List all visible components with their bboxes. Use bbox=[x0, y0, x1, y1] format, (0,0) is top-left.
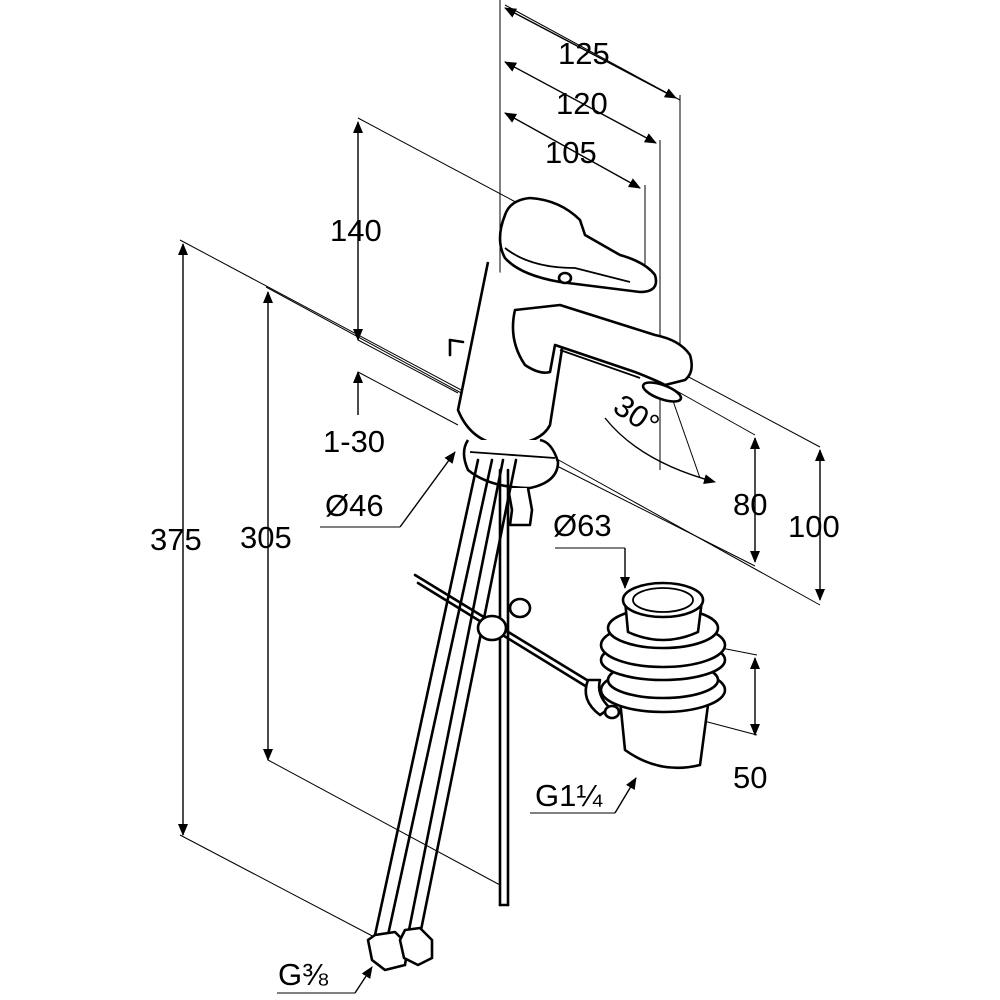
popup-rod bbox=[413, 468, 602, 907]
dimension-lines-body-height bbox=[353, 117, 526, 426]
label-diameter-63: Ø63 bbox=[553, 508, 612, 543]
waste-fitting bbox=[584, 581, 727, 770]
label-diameter-46: Ø46 bbox=[325, 488, 384, 523]
swivel-angle-arc bbox=[604, 395, 716, 484]
leader-lines bbox=[277, 451, 637, 994]
label-50: 50 bbox=[733, 760, 767, 795]
dimension-lines-spout-height bbox=[554, 374, 825, 606]
label-305: 305 bbox=[240, 520, 292, 555]
label-375: 375 bbox=[150, 522, 202, 557]
label-105: 105 bbox=[545, 135, 597, 170]
label-140: 140 bbox=[330, 213, 382, 248]
dimension-lines-total-height bbox=[178, 239, 501, 941]
label-g1-quarter: G1¼ bbox=[535, 778, 603, 813]
label-g-three-eighths: G⅜ bbox=[278, 957, 328, 992]
label-125: 125 bbox=[558, 36, 610, 71]
label-80: 80 bbox=[733, 487, 767, 522]
label-1-30: 1-30 bbox=[323, 424, 385, 459]
faucet-body bbox=[448, 196, 693, 527]
label-120: 120 bbox=[556, 86, 608, 121]
label-100: 100 bbox=[788, 509, 840, 544]
supply-hoses bbox=[366, 458, 518, 972]
